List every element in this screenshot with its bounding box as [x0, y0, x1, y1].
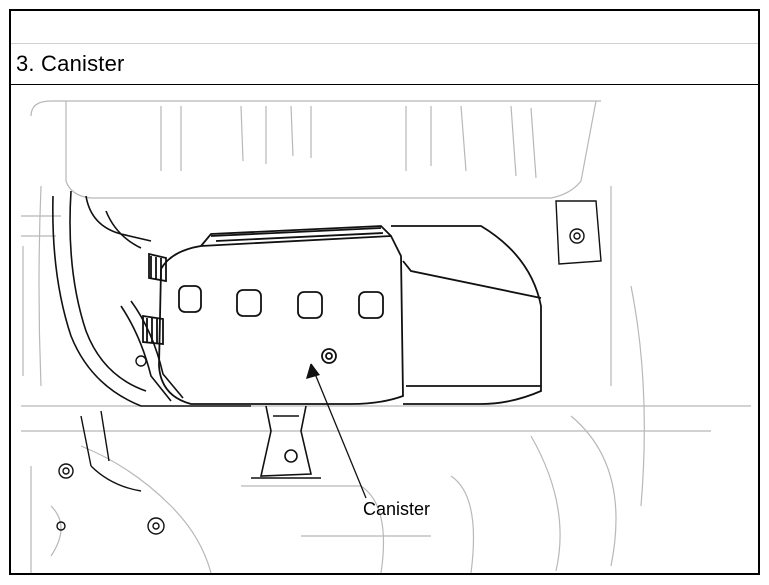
engine-bay-drawing [21, 100, 751, 573]
canister [142, 225, 542, 405]
section-header: 3. Canister [11, 44, 758, 85]
document-frame: 3. Canister [9, 9, 760, 575]
canister-illustration: Canister [11, 86, 758, 573]
canister-callout-label: Canister [363, 499, 431, 519]
section-title: 3. Canister [16, 51, 125, 76]
mounting-bracket [251, 405, 321, 479]
leader-arrowhead [306, 364, 320, 379]
background-structure [21, 100, 751, 573]
bolts [56, 200, 602, 535]
top-strip [11, 11, 758, 44]
hoses [52, 190, 251, 407]
